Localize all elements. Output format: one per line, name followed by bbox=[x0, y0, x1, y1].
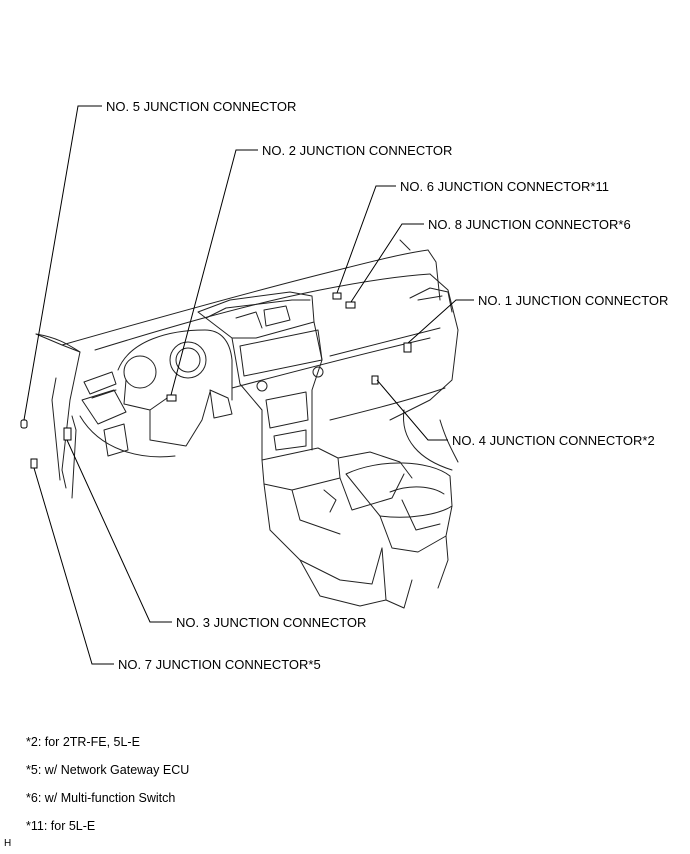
label-no6-junction-connector: NO. 6 JUNCTION CONNECTOR*11 bbox=[400, 179, 609, 194]
footnote-11: *11: for 5L-E bbox=[26, 819, 96, 833]
label-no4-junction-connector: NO. 4 JUNCTION CONNECTOR*2 bbox=[452, 433, 655, 448]
connector-no2-marker bbox=[166, 394, 177, 402]
label-no8-junction-connector: NO. 8 JUNCTION CONNECTOR*6 bbox=[428, 217, 631, 232]
connector-no6-marker bbox=[332, 292, 342, 300]
connector-no1-marker bbox=[403, 342, 412, 353]
footnote-6: *6: w/ Multi-function Switch bbox=[26, 791, 176, 805]
label-no7-junction-connector: NO. 7 JUNCTION CONNECTOR*5 bbox=[118, 657, 321, 672]
connector-no5-marker bbox=[20, 419, 28, 429]
leader-no2 bbox=[170, 149, 258, 396]
leader-no5 bbox=[23, 105, 102, 421]
footnote-2: *2: for 2TR-FE, 5L-E bbox=[26, 735, 140, 749]
leader-no4 bbox=[376, 379, 448, 441]
label-no3-junction-connector: NO. 3 JUNCTION CONNECTOR bbox=[176, 615, 366, 630]
footnote-5: *5: w/ Network Gateway ECU bbox=[26, 763, 190, 777]
corner-mark: H bbox=[4, 838, 12, 849]
callout-labels: NO. 5 JUNCTION CONNECTOR NO. 2 JUNCTION … bbox=[106, 99, 668, 672]
label-no1-junction-connector: NO. 1 JUNCTION CONNECTOR bbox=[478, 293, 668, 308]
connector-no3-marker bbox=[63, 427, 72, 441]
leader-no6 bbox=[336, 185, 396, 294]
label-no5-junction-connector: NO. 5 JUNCTION CONNECTOR bbox=[106, 99, 296, 114]
vehicle-dashboard-illustration bbox=[35, 239, 459, 609]
connector-no7-marker bbox=[30, 458, 38, 469]
leader-no1 bbox=[407, 299, 474, 344]
connector-no8-marker bbox=[345, 301, 356, 309]
connector-symbols bbox=[20, 292, 412, 469]
leader-no8 bbox=[350, 223, 424, 303]
label-no2-junction-connector: NO. 2 JUNCTION CONNECTOR bbox=[262, 143, 452, 158]
connector-no4-marker bbox=[371, 375, 379, 385]
leader-lines bbox=[23, 105, 474, 665]
leader-no7 bbox=[33, 467, 114, 665]
leader-no3 bbox=[66, 439, 172, 623]
